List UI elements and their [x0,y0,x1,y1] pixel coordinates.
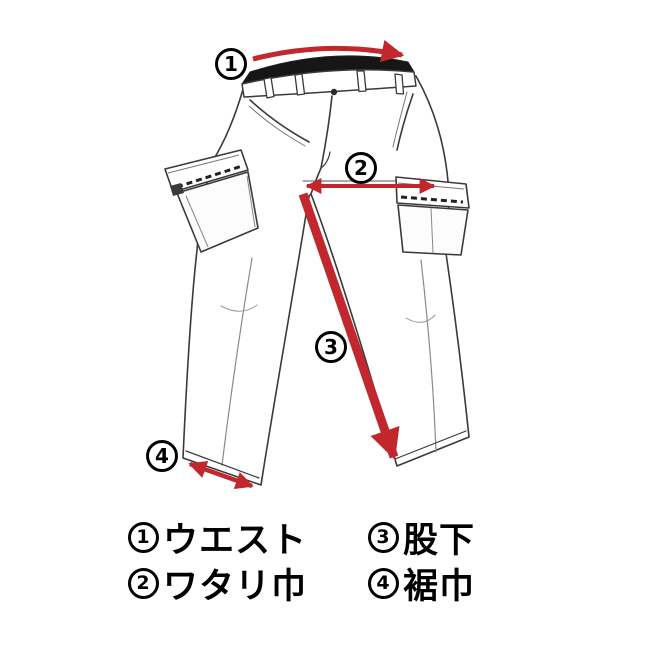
hem-width-arrow [188,460,254,490]
legend-item-inseam: 3 股下 [368,512,475,563]
legend-label-thigh-width: ワタリ巾 [163,566,308,607]
legend-marker-waist: 1 [128,521,159,553]
marker-hem-width: 4 [146,440,178,472]
left-cargo-pocket [164,149,259,253]
marker-inseam: 3 [315,331,347,363]
legend-item-thigh-width: 2 ワタリ巾 [128,558,368,609]
waist-arrow [252,39,405,63]
legend-marker-thigh-width: 2 [128,567,159,599]
legend-item-waist: 1 ウエスト [128,512,368,563]
pants-outline [182,72,470,486]
legend-label-hem-width: 裾巾 [403,566,476,607]
inseam-arrow [298,192,400,460]
marker-thigh-width: 2 [345,152,377,184]
legend: 1 ウエスト 3 股下 2 ワタリ巾 4 裾巾 [128,512,475,609]
right-cargo-pocket [395,176,470,256]
belt-loops [263,70,405,99]
legend-marker-hem-width: 4 [368,567,399,599]
legend-label-waist: ウエスト [163,520,308,561]
legend-marker-inseam: 3 [368,521,399,553]
legend-row-2: 2 ワタリ巾 4 裾巾 [128,558,475,609]
legend-row-1: 1 ウエスト 3 股下 [128,512,475,563]
marker-waist: 1 [215,48,247,80]
legend-label-inseam: 股下 [403,520,476,561]
legend-item-hem-width: 4 裾巾 [368,558,475,609]
fly-button [330,88,338,96]
